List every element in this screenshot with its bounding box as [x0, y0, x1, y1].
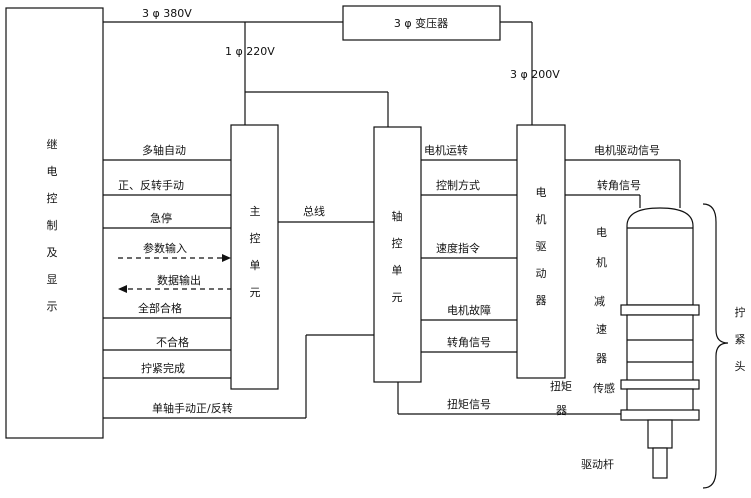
signal-data-output: 数据输出: [157, 273, 201, 287]
signal-all-pass: 全部合格: [138, 301, 182, 315]
main-control-label: 主控单元: [250, 205, 261, 299]
signal-motor-running: 电机运转: [424, 143, 468, 157]
signal-speed-command: 速度指令: [436, 241, 480, 255]
sensor-label: 传感: [593, 382, 615, 395]
axis-control-label: 轴控单元: [392, 209, 403, 304]
power-wiring: [103, 21, 533, 127]
power-380v-label: 3 φ 380V: [142, 7, 192, 20]
reducer-label-1: 减: [594, 295, 605, 308]
reducer-label-3: 器: [596, 352, 607, 365]
relay-block-label: 继电控制及显示: [47, 138, 58, 313]
signal-fail: 不合格: [156, 335, 189, 349]
signal-emergency-stop: 急停: [150, 211, 172, 225]
signal-angle-2: 转角信号: [597, 178, 641, 192]
single-axis-manual-wiring: [103, 334, 374, 419]
motor-label-2: 机: [596, 255, 607, 269]
signal-tightening-done: 拧紧完成: [141, 361, 185, 375]
relay-main-signals: [103, 159, 231, 379]
signal-motor-drive: 电机驱动信号: [594, 143, 660, 157]
power-200v-label: 3 φ 200V: [510, 68, 560, 81]
relay-control-display-block: 继电控制及显示: [5, 7, 104, 439]
transformer-block: 3 φ 变压器: [342, 5, 501, 41]
axis-control-unit-block: 轴控单元: [373, 126, 422, 383]
signal-fwd-rev-manual: 正、反转手动: [118, 178, 184, 192]
bus-label: 总线: [303, 204, 325, 218]
tightening-head-label: 拧紧头: [735, 305, 746, 373]
drive-rod-label: 驱动杆: [581, 457, 614, 471]
signal-angle-1: 转角信号: [447, 335, 491, 349]
signal-control-mode: 控制方式: [436, 178, 480, 192]
motor-driver-label: 电机驱动器: [536, 186, 547, 307]
driver-motor-signals: [565, 159, 681, 208]
torque-sensor-label-top: 扭矩: [550, 379, 572, 393]
reducer-label-2: 速: [596, 323, 607, 336]
motor-label-1: 电: [596, 226, 607, 239]
signal-multi-axis-auto: 多轴自动: [142, 143, 186, 157]
axis-driver-signals: [421, 159, 517, 353]
power-220v-label: 1 φ 220V: [225, 45, 275, 58]
main-control-unit-block: 主控单元: [230, 124, 279, 390]
torque-signal-wiring: [397, 382, 625, 415]
transformer-label: 3 φ 变压器: [394, 16, 448, 30]
motor-driver-block: 电机驱动器: [516, 124, 566, 379]
tightening-head-assembly: [620, 203, 729, 489]
signal-motor-fault: 电机故障: [447, 303, 491, 317]
signal-torque: 扭矩信号: [447, 397, 491, 411]
signal-single-axis-manual: 单轴手动正/反转: [152, 401, 233, 415]
torque-sensor-label-bottom: 器: [556, 404, 567, 417]
signal-parameter-input: 参数输入: [143, 241, 187, 255]
